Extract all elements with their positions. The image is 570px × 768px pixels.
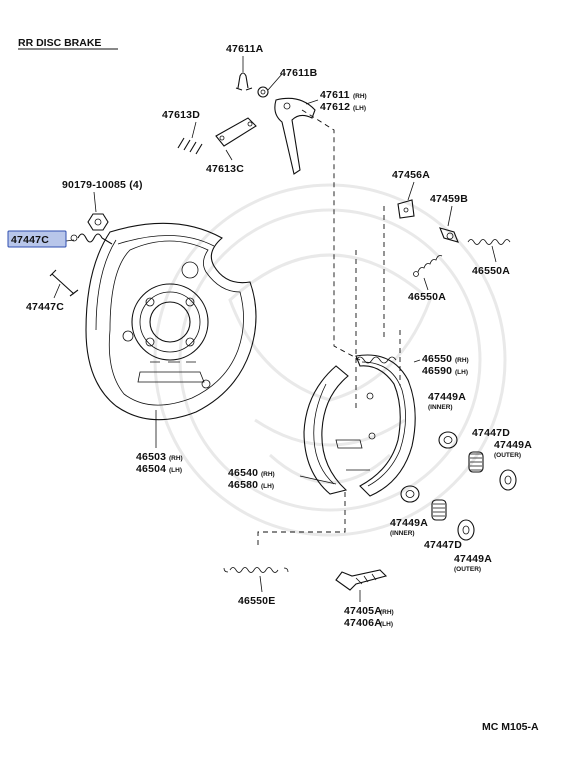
part-47611A-clip[interactable] (235, 56, 253, 91)
label-47611-sub: (RH) (353, 93, 367, 100)
label-46503[interactable]: 46503 (136, 451, 166, 463)
part-47449A-inner-cup-top[interactable] (438, 431, 458, 449)
label-47449A-inner-top[interactable]: 47449A (428, 391, 466, 403)
label-47449A-outer-top-sub: (OUTER) (494, 452, 521, 459)
label-46550A-right[interactable]: 46550A (472, 265, 510, 277)
label-46540-sub: (RH) (261, 471, 275, 478)
diagram-title: RR DISC BRAKE (18, 37, 101, 49)
label-46550-sub: (RH) (455, 357, 469, 364)
label-47611A[interactable]: 47611A (226, 43, 264, 55)
part-46550A-spring-left[interactable] (413, 255, 443, 291)
part-46503-backing-plate[interactable] (85, 222, 257, 448)
part-47447D-spring-top[interactable] (468, 451, 484, 473)
label-46590[interactable]: 46590 (422, 365, 452, 377)
label-47447C-highlighted[interactable]: 47447C (11, 234, 49, 246)
label-47613C[interactable]: 47613C (206, 163, 244, 175)
part-47611-parking-lever[interactable] (274, 97, 319, 175)
diagram-code: MC M105-A (482, 721, 539, 733)
part-47613C-strut[interactable] (215, 117, 257, 161)
part-47449A-inner-cup-bottom[interactable] (400, 485, 420, 503)
guide-lines (257, 109, 401, 545)
label-47611B[interactable]: 47611B (280, 67, 318, 79)
part-47459B-adjuster[interactable] (439, 205, 459, 243)
label-47447C[interactable]: 47447C (26, 301, 64, 313)
label-46504-sub: (LH) (169, 467, 182, 474)
part-90179-10085-nut[interactable] (87, 191, 109, 231)
label-47459B[interactable]: 47459B (430, 193, 468, 205)
label-47447D-bottom[interactable]: 47447D (424, 539, 462, 551)
highlight-box-47447C (7, 230, 67, 248)
label-47447D-top[interactable]: 47447D (472, 427, 510, 439)
label-47611[interactable]: 47611 (320, 89, 350, 101)
label-46550A-left[interactable]: 46550A (408, 291, 446, 303)
part-47447C-pin[interactable] (49, 269, 79, 299)
part-labels: 47611A 47611B 47611 (RH) 47612 (LH) 4761… (11, 43, 532, 629)
label-47449A-inner-bottom-sub: (INNER) (390, 530, 415, 537)
label-46580[interactable]: 46580 (228, 479, 258, 491)
label-47405A[interactable]: 47405A (344, 605, 382, 617)
diagram-title-group: RR DISC BRAKE (18, 37, 118, 50)
part-47613D-pins[interactable] (177, 121, 203, 155)
label-47613D[interactable]: 47613D (162, 109, 200, 121)
label-46504[interactable]: 46504 (136, 463, 166, 475)
label-47612[interactable]: 47612 (320, 101, 350, 113)
label-47449A-inner-top-sub: (INNER) (428, 404, 453, 411)
label-46503-sub: (RH) (169, 455, 183, 462)
part-47447C-spring-highlighted[interactable] (65, 233, 113, 245)
label-47406A-sub: (LH) (380, 621, 393, 628)
part-46550E-spring[interactable] (223, 567, 289, 593)
part-47405A-adjuster-screw[interactable] (335, 569, 388, 602)
label-46580-sub: (LH) (261, 483, 274, 490)
part-47447D-spring-bottom[interactable] (431, 499, 447, 521)
part-47449A-outer-cup-bottom[interactable] (457, 519, 475, 541)
label-47612-sub: (LH) (353, 105, 366, 112)
label-46590-sub: (LH) (455, 369, 468, 376)
part-46550A-spring-right[interactable] (467, 239, 511, 263)
label-47449A-outer-bottom-sub: (OUTER) (454, 566, 481, 573)
part-47449A-outer-cup-top[interactable] (499, 469, 517, 491)
label-47406A[interactable]: 47406A (344, 617, 382, 629)
label-46550[interactable]: 46550 (422, 353, 452, 365)
part-47611B-retainer[interactable] (257, 73, 283, 98)
label-47449A-outer-top[interactable]: 47449A (494, 439, 532, 451)
label-47449A-outer-bottom[interactable]: 47449A (454, 553, 492, 565)
label-47405A-sub: (RH) (380, 609, 394, 616)
part-46540-brake-shoe[interactable] (299, 354, 421, 497)
label-47449A-inner-bottom[interactable]: 47449A (390, 517, 428, 529)
label-90179-10085[interactable]: 90179-10085 (4) (62, 179, 143, 191)
label-46550E[interactable]: 46550E (238, 595, 275, 607)
label-46540[interactable]: 46540 (228, 467, 258, 479)
label-47456A[interactable]: 47456A (392, 169, 430, 181)
part-47456A-bracket[interactable] (397, 181, 415, 219)
